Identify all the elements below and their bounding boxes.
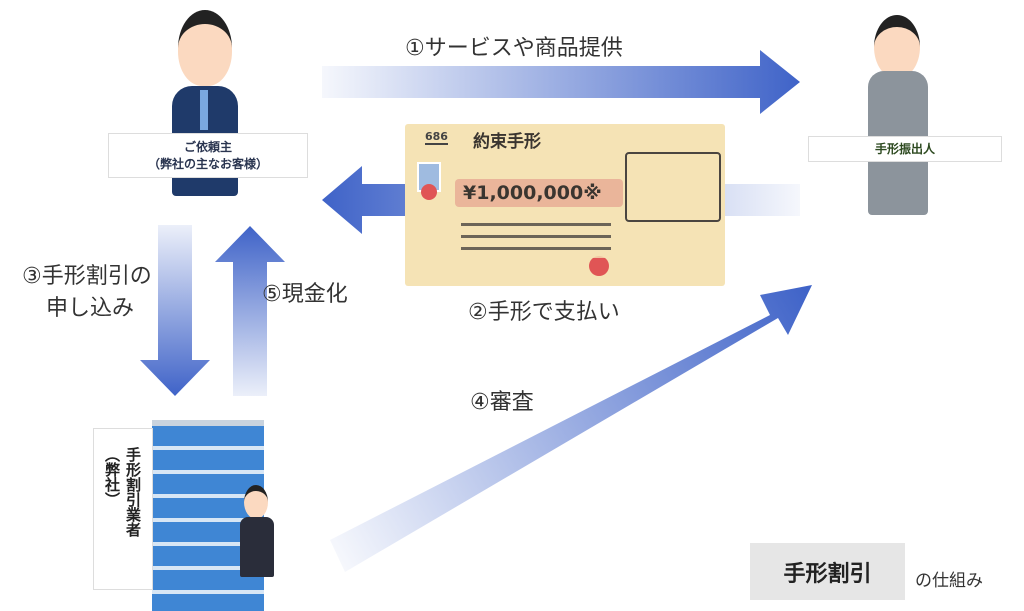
client-label: ご依頼主 （弊社の主なお客様） xyxy=(108,133,308,178)
promissory-note: 686 約束手形 ¥1,000,000※ xyxy=(405,124,725,286)
arrow-review xyxy=(330,285,812,572)
discounter-label-main: 手形割引業者 xyxy=(124,447,142,537)
discounter-label-sub: （弊社） xyxy=(103,447,121,507)
issuer-label: 手形振出人 xyxy=(808,136,1002,162)
client-label-line1: ご依頼主 xyxy=(183,140,232,154)
step-5-label: ⑤現金化 xyxy=(262,282,348,307)
note-title: 約束手形 xyxy=(473,132,541,152)
discounter-label: 手形割引業者 （弊社） xyxy=(93,428,153,590)
building-illustration xyxy=(152,420,264,611)
note-number: 686 xyxy=(425,130,448,145)
issuer-person-illustration xyxy=(862,15,934,217)
footer-title-suffix: の仕組み xyxy=(915,571,983,591)
note-amount: ¥1,000,000※ xyxy=(455,179,623,207)
footer-title-highlight: 手形割引 xyxy=(750,543,905,600)
staff-person-illustration xyxy=(240,485,274,600)
step-3-label-line1: ③手形割引の xyxy=(22,264,152,289)
step-4-label: ④審査 xyxy=(470,390,534,415)
step-1-label: ①サービスや商品提供 xyxy=(405,36,623,61)
arrow-cash xyxy=(215,226,285,396)
step-2-label: ②手形で支払い xyxy=(468,300,620,325)
client-label-line2: （弊社の主なお客様） xyxy=(147,157,268,171)
note-text-lines xyxy=(461,220,611,258)
step-3-label-line2: 申し込み xyxy=(46,296,135,321)
note-fields-box xyxy=(625,152,721,222)
arrow-service xyxy=(322,50,800,114)
arrow-application xyxy=(140,225,210,396)
seal-icon xyxy=(589,256,609,276)
seal-icon xyxy=(421,184,437,200)
